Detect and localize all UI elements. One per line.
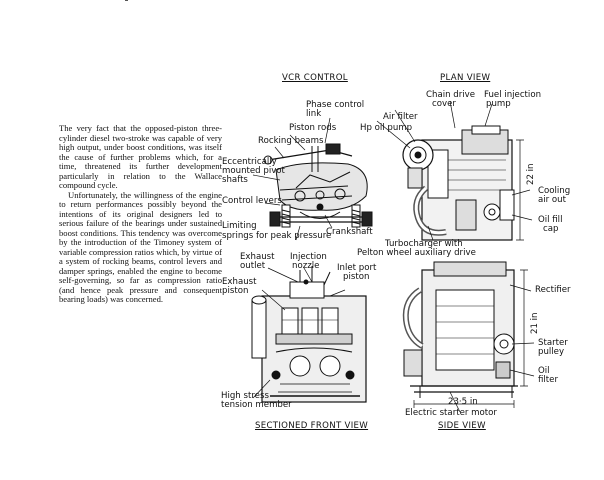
label-control-levers: Control levers — [222, 196, 282, 206]
paragraph-1: The very fact that the opposed-piston th… — [59, 123, 222, 190]
label-chain-drive: Chain drive — [426, 90, 476, 100]
label-limiting-springs: springs for peak pressure — [222, 231, 332, 241]
label-eccentric-2: mounted pivot — [222, 166, 285, 176]
body-text: The very fact that the opposed-piston th… — [59, 123, 222, 305]
label-dim-21in: 21 in — [530, 312, 540, 334]
label-air-filter: Air filter — [383, 112, 418, 122]
label-high-stress: High stress — [221, 391, 269, 401]
label-limiting: Limiting — [222, 221, 257, 231]
side-view-drawing — [402, 261, 535, 413]
label-starter: Starter — [538, 338, 568, 348]
vcr-control-title: VCR CONTROL — [282, 73, 348, 83]
label-inlet-port-piston: piston — [343, 272, 370, 282]
label-oil-fill-cap: cap — [543, 224, 559, 234]
label-exhaust-piston-2: piston — [222, 286, 249, 296]
label-oil: Oil — [538, 366, 550, 376]
plan-view-title: PLAN VIEW — [440, 73, 491, 83]
label-eccentric-3: shafts — [222, 175, 248, 185]
label-fuel-injection: Fuel injection — [484, 90, 542, 100]
front-view-drawing — [251, 266, 367, 403]
label-pelton-wheel: Pelton wheel auxiliary drive — [357, 248, 476, 258]
label-tension-member: tension member — [221, 400, 292, 410]
label-eccentric-1: Eccentrically — [222, 157, 277, 167]
label-piston-rods: Piston rods — [289, 123, 337, 133]
label-fuel-injection-pump: pump — [486, 99, 511, 109]
label-cooling-air-out: air out — [538, 195, 566, 205]
label-turbocharger: Turbocharger with — [385, 239, 463, 249]
label-exhaust-piston-1: Exhaust — [222, 277, 257, 287]
label-oil-filter: filter — [538, 375, 558, 385]
label-injection-nozzle: nozzle — [292, 261, 320, 271]
label-exhaust-outlet-1: Exhaust — [240, 252, 275, 262]
label-electric-starter-motor: Electric starter motor — [405, 408, 497, 418]
label-phase-control-link: link — [306, 109, 322, 119]
label-dim-23-5in: 23·5 in — [448, 397, 478, 407]
label-chain-drive-cover: cover — [432, 99, 456, 109]
side-view-title: SIDE VIEW — [438, 421, 486, 431]
label-cooling: Cooling — [538, 186, 571, 196]
front-view-title: SECTIONED FRONT VIEW — [255, 421, 369, 431]
label-rectifier: Rectifier — [535, 285, 571, 295]
label-oil-fill: Oil fill — [538, 215, 563, 225]
label-injection-1: Injection — [290, 252, 327, 262]
label-phase-control: Phase control — [306, 100, 365, 110]
label-exhaust-outlet-2: outlet — [240, 261, 266, 271]
page-mark — [125, 0, 128, 1]
label-hp-oil-pump: Hp oil pump — [360, 123, 413, 133]
label-starter-pulley: pulley — [538, 347, 565, 357]
vcr-control-drawing — [252, 117, 373, 241]
label-rocking-beams: Rocking beams — [258, 136, 324, 146]
paragraph-2: Unfortunately, the willingness of the en… — [59, 189, 222, 304]
label-crankshaft: Crankshaft — [326, 227, 373, 237]
label-inlet-port: Inlet port — [337, 263, 377, 273]
label-dim-22in: 22 in — [526, 163, 536, 185]
plan-view-drawing — [376, 100, 533, 241]
